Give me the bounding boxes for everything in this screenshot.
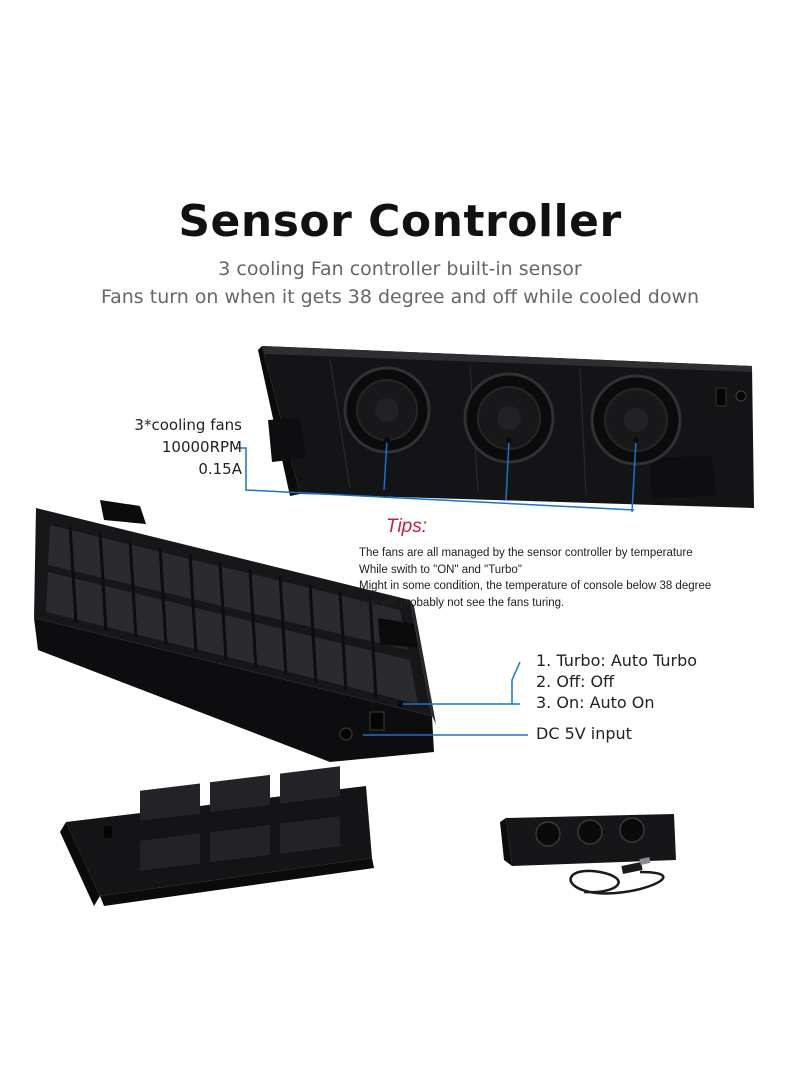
- tips-line: The fans are all managed by the sensor c…: [359, 547, 693, 559]
- fan-callout-lines: [236, 439, 637, 513]
- subtitle-sensor: 3 cooling Fan controller built-in sensor: [218, 258, 582, 280]
- tips-heading: Tips:: [386, 516, 428, 537]
- fan-spec-callout: 3*cooling fans 10000RPM 0.15A: [134, 414, 242, 480]
- fan-2-icon: [463, 372, 555, 464]
- fan-count-label: 3*cooling fans: [134, 416, 242, 434]
- fan-unit-grille-view: [34, 500, 436, 762]
- fan-callout-dots: [384, 437, 639, 443]
- page-title: Sensor Controller: [178, 196, 622, 247]
- mode-on-label: 3. On: Auto On: [536, 693, 655, 712]
- mode-off-label: 2. Off: Off: [536, 672, 615, 691]
- tips-line: you will probably not see the fans turin…: [359, 596, 565, 609]
- tips-line: While swith to "ON" and "Turbo": [359, 563, 522, 576]
- switch-callout-lines: [360, 661, 528, 736]
- mode-turbo-label: 1. Turbo: Auto Turbo: [536, 651, 698, 670]
- subtitle-temperature: Fans turn on when it gets 38 degree and …: [100, 286, 700, 308]
- fan-1-icon: [343, 366, 431, 454]
- fan-unit-front-view: [258, 346, 754, 508]
- fan-3-icon: [590, 374, 682, 466]
- switch-callout-dots: [357, 701, 403, 738]
- tips-line: Might in some condition, the temperature…: [359, 580, 712, 592]
- switch-modes-callout: 1. Turbo: Auto Turbo 2. Off: Off 3. On: …: [536, 650, 697, 713]
- tips-body: The fans are all managed by the sensor c…: [359, 545, 789, 611]
- dc-input-label: DC 5V input: [536, 724, 632, 743]
- fan-unit-with-usb-cable: [500, 814, 676, 895]
- fan-current-label: 0.15A: [198, 460, 242, 478]
- fan-rpm-label: 10000RPM: [161, 438, 242, 456]
- fan-unit-back-view: [60, 766, 374, 906]
